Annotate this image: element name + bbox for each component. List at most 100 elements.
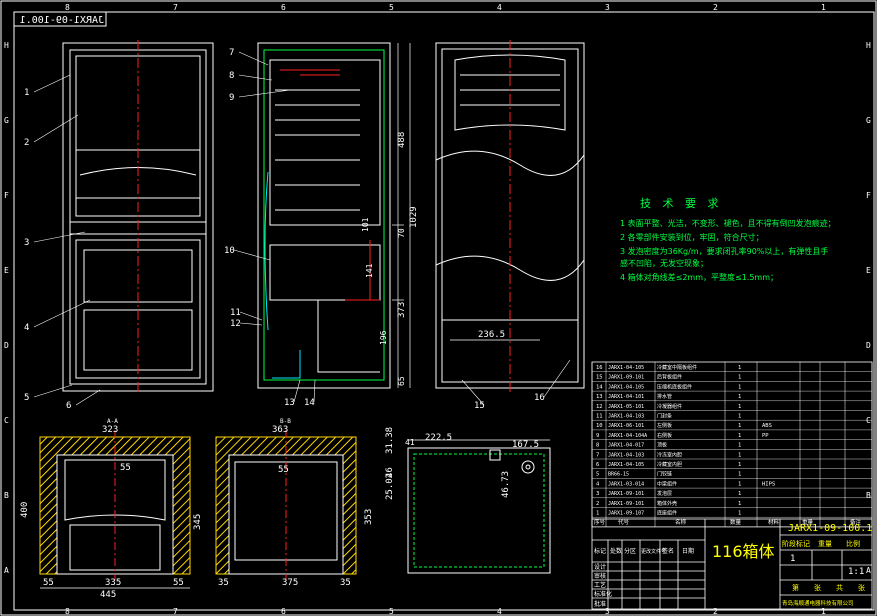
balloon-leader-1 (33, 74, 71, 93)
bom-no-6: 6 (596, 462, 599, 468)
bom-no-7: 7 (596, 452, 599, 458)
bom-no-14: 14 (596, 384, 603, 390)
dim-plan-46: 46 (385, 467, 395, 478)
grid-col-top-1: 1 (821, 3, 826, 12)
bom-name-3: 发泡层 (657, 490, 672, 497)
bom-name-1: 底座组件 (657, 510, 677, 517)
balloon-4: 4 (24, 323, 29, 333)
bom-name-6: 冷藏室内胆 (657, 461, 682, 468)
grid-col-top-6: 6 (281, 3, 286, 12)
bom-code-11: JARX1-04-103 (608, 414, 644, 420)
balloon-3: 3 (24, 238, 29, 248)
bom-no-13: 13 (596, 394, 603, 400)
bom-name-16: 冷藏室中隔板组件 (657, 364, 697, 371)
grid-col-top-3: 3 (605, 3, 610, 12)
dim-side-101: 101 (361, 217, 370, 232)
bom-qty-7: 1 (738, 452, 741, 458)
bom-qty-11: 1 (738, 414, 741, 420)
bom-name-15: 后背板组件 (657, 374, 682, 381)
tech-req-item-5: 4 箱体对角线差≤2mm，平整度≤1.5mm； (620, 272, 778, 282)
bom-qty-10: 1 (738, 423, 741, 429)
bom-qty-6: 1 (738, 462, 741, 468)
bom-header-2: 名称 (675, 518, 687, 526)
balloon-leader-11 (239, 311, 263, 321)
tb-ratio: 比例 (846, 539, 860, 548)
tb-design: 设计 (594, 563, 606, 571)
balloon-leader-3 (33, 231, 86, 243)
dim-side-373: 373 (397, 302, 407, 318)
bom-name-12: 冷凝器组件 (657, 403, 682, 410)
bom-no-3: 3 (596, 491, 599, 497)
balloon-6: 6 (66, 401, 71, 411)
bom-name-5: 门铰链 (657, 471, 672, 478)
grid-col-bottom-6: 6 (281, 607, 286, 616)
bom-header-6: 备注 (850, 518, 862, 526)
dim-back-236: 236.5 (478, 330, 505, 340)
bom-code-14: JARX1-04-105 (608, 384, 644, 390)
bom-code-7: JARX1-04-103 (608, 452, 644, 458)
bom-code-12: JARX1-05-101 (608, 404, 644, 410)
bom-no-10: 10 (596, 423, 603, 429)
bom-name-13: 排水管 (657, 393, 672, 400)
bom-code-2: JARX1-09-101 (608, 501, 644, 507)
balloon-15: 15 (474, 401, 485, 411)
title-block (591, 518, 873, 610)
sheet-label-c: 共 (836, 583, 843, 592)
grid-row-left-F: F (4, 191, 9, 200)
bom-no-1: 1 (596, 511, 599, 517)
bom-name-14: 压缩机底板组件 (657, 383, 692, 390)
drawing-quantity: 1 (790, 554, 795, 564)
grid-row-left-C: C (4, 416, 9, 425)
tb-process: 工艺 (594, 581, 606, 589)
balloon-leader-10 (233, 249, 271, 261)
bom-code-9: JARX1-04-104A (608, 433, 647, 439)
mirrored-number-box (13, 11, 107, 27)
bom-qty-1: 1 (738, 511, 741, 517)
grid-row-right-B: B (866, 491, 871, 500)
dim-side-196: 196 (379, 330, 388, 345)
balloon-leader-8 (238, 74, 273, 81)
balloon-1: 1 (24, 88, 29, 98)
balloon-leader-6 (75, 389, 101, 406)
tb-date: 日期 (682, 547, 694, 555)
sheet-border-inner (13, 11, 875, 611)
balloon-14: 14 (304, 398, 315, 408)
bom-header-4: 材料 (768, 518, 780, 526)
dim-side-70: 70 (397, 228, 406, 238)
bom-qty-3: 1 (738, 491, 741, 497)
balloon-2: 2 (24, 138, 29, 148)
tb-change: 更改文件号 (641, 548, 666, 555)
dim-b-353: 353 (364, 509, 374, 525)
dim-plan-31: 31.38 (385, 427, 395, 454)
bom-code-15: JARX1-09-101 (608, 375, 644, 381)
dim-plan-25: 25.02 (385, 473, 395, 500)
balloon-11: 11 (230, 308, 241, 318)
bom-name-7: 冷冻室内胆 (657, 451, 682, 458)
balloon-leader-4 (33, 299, 91, 328)
balloon-13: 13 (284, 398, 295, 408)
balloon-leader-12 (239, 322, 263, 326)
grid-col-top-2: 2 (713, 3, 718, 12)
dim-side-488: 488 (397, 132, 407, 148)
bom-qty-15: 1 (738, 375, 741, 381)
bom-header-5: 重量 (802, 518, 814, 526)
dim-a-335: 335 (105, 578, 121, 588)
bom-qty-9: 1 (738, 433, 741, 439)
balloon-leader-14 (313, 379, 316, 403)
sheet-label-d: 张 (858, 583, 865, 592)
balloon-8: 8 (229, 71, 234, 81)
bom-no-15: 15 (596, 375, 603, 381)
grid-row-right-A: A (866, 566, 871, 575)
bom-header-0: 序号 (594, 518, 606, 526)
dim-side-1029: 1029 (409, 206, 419, 228)
side-section-red-details (280, 69, 380, 301)
bom-qty-5: 1 (738, 472, 741, 478)
bom-qty-4: 1 (738, 481, 741, 487)
dim-b-35-right: 35 (340, 578, 351, 588)
bom-name-8: 顶板 (657, 442, 667, 449)
sheet-label-a: 第 (792, 583, 799, 592)
